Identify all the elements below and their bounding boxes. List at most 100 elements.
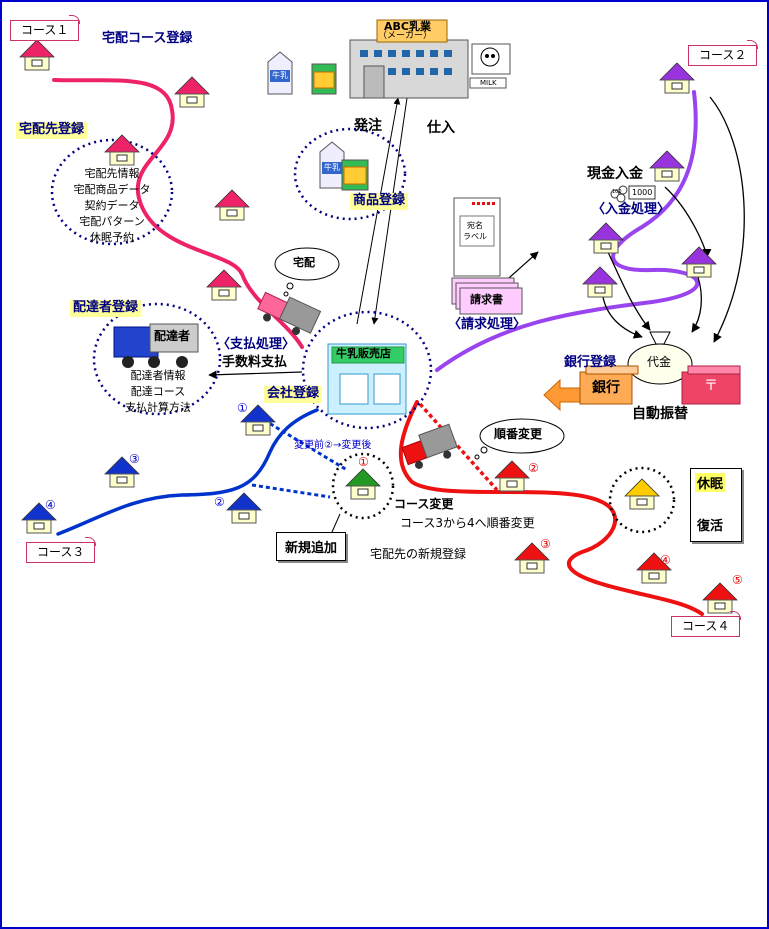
course4-dotted-change [418, 402, 499, 492]
house-course3-3 [104, 456, 140, 488]
house-course4-2 [494, 460, 530, 492]
product-reg-label: 商品登録 [350, 193, 409, 210]
billing-proc-label: 〈請求処理〉 [448, 317, 527, 332]
address-label-line2: ラベル [463, 232, 487, 241]
course4-num-4: ④ [660, 553, 671, 567]
purchase-label: 仕入 [427, 120, 455, 136]
new-house-ellipse [331, 452, 395, 520]
course-change-detail: コース3から4へ順番変更 [400, 516, 535, 530]
payment-money-label: 代金 [647, 355, 672, 369]
house-course2-c [582, 266, 618, 298]
suspend-resume-box: 休眠 復活 [690, 468, 742, 542]
cash-proc-label: 〈入金処理〉 [592, 202, 671, 217]
new-reg-label: 宅配先の新規登録 [370, 547, 467, 561]
house-course3-2 [226, 492, 262, 524]
reorder-cloud [479, 418, 565, 454]
carrier-ellipse [92, 302, 222, 416]
house-course2-a [649, 150, 685, 182]
house-new [345, 468, 381, 500]
house-course1-a [174, 76, 210, 108]
carrier-info-list: 配達者情報 配達コース 支払計算方法 [102, 367, 214, 415]
dest-info-item: 宅配パターン [79, 215, 145, 228]
delivery-cloud [274, 247, 340, 281]
course4-num-3: ③ [540, 537, 551, 551]
milk-carton-product-label: 牛乳 [324, 163, 340, 172]
arrow-bank [543, 378, 581, 412]
house-course1-top [19, 39, 55, 71]
bank-box-label: 銀行 [592, 380, 620, 396]
course4-tag: コース４ [671, 611, 742, 637]
coins [610, 185, 656, 203]
suspend-label: 休眠 [695, 473, 726, 492]
course4-route [398, 400, 704, 616]
house-course1-b [104, 134, 140, 166]
arrow-cash-3 [691, 276, 703, 333]
red-truck [401, 423, 458, 469]
carrier-info-item: 配達コース [130, 385, 186, 398]
new-add-box: 新規追加 [276, 532, 347, 561]
carrier-reg-label: 配達者登録 [70, 300, 142, 317]
house-suspend [624, 478, 660, 510]
arrow-order [356, 97, 401, 325]
auto-debit-label: 自動振替 [632, 406, 688, 422]
house-course3-1 [240, 404, 276, 436]
course1-tag: コース１ [10, 15, 81, 41]
post-box [681, 365, 741, 405]
course4-num-5: ⑤ [732, 573, 743, 587]
arrow-cash-2 [602, 296, 643, 339]
order-label: 発注 [354, 118, 382, 134]
delivery-dest-reg-label: 宅配先登録 [16, 122, 88, 139]
course2-route [435, 90, 700, 372]
cow-sign [469, 43, 511, 89]
bank-box [579, 365, 639, 405]
house-course1-d [206, 269, 242, 301]
house-course3-4 [21, 502, 57, 534]
arrow-cash-1 [607, 251, 651, 331]
bill-stack [451, 277, 523, 315]
maker-building [349, 19, 469, 99]
dest-info-item: 宅配先情報 [84, 167, 140, 180]
arrow-new-add-leader [331, 513, 341, 533]
course3-num-2: ② [214, 495, 225, 509]
house-course2-b [588, 222, 624, 254]
fee-payment-label: 手数料支払 [222, 355, 288, 370]
arrow-cash-4 [709, 96, 745, 343]
delivery-cloud-label: 宅配 [293, 256, 315, 269]
pink-truck [257, 291, 322, 335]
course3-dotted-before [251, 418, 348, 499]
course3-tag: コース３ [26, 537, 97, 563]
house-course4-3 [514, 542, 550, 574]
maker-name: ABC乳業 [384, 20, 431, 33]
money-bag [627, 331, 693, 385]
carrier-info-item: 配達者情報 [130, 369, 186, 382]
course3-num-1: ① [237, 401, 248, 415]
company-reg-label: 会社登録 [264, 386, 323, 403]
shop-building [327, 343, 407, 415]
carrier-info-item: 支払計算方法 [125, 401, 191, 414]
coin-value: 100 [612, 189, 622, 195]
house-course2-top [659, 62, 695, 94]
house-course4-5 [702, 582, 738, 614]
maker-sub: （メーカー） [378, 31, 433, 41]
course3-num-3: ③ [129, 452, 140, 466]
new-house-num-1: ① [358, 455, 369, 469]
house-course4-4 [636, 552, 672, 584]
dest-info-item: 宅配商品データ [73, 183, 151, 196]
address-label-line1: 宛名 [467, 221, 483, 230]
course-change-label: コース変更 [394, 497, 454, 511]
course1-route [52, 78, 304, 349]
bill-doc-label: 請求書 [470, 293, 503, 306]
cash-in-label: 現金入金 [587, 166, 643, 182]
delivery-course-reg-label: 宅配コース登録 [102, 31, 193, 46]
suspend-house-ellipse [608, 466, 676, 534]
resume-label: 復活 [697, 519, 724, 534]
arrow-cash-5 [664, 186, 712, 258]
milk-sign: MILK [480, 79, 497, 87]
course3-num-4: ④ [45, 498, 56, 512]
reorder-cloud-label: 順番変更 [494, 427, 543, 441]
dest-info-list: 宅配先情報 宅配商品データ 契約データ 宅配パターン 休眠予約 [54, 165, 170, 245]
bank-reg-label: 銀行登録 [564, 355, 617, 370]
arrow-fee [208, 370, 303, 379]
address-label-doc [453, 197, 501, 277]
